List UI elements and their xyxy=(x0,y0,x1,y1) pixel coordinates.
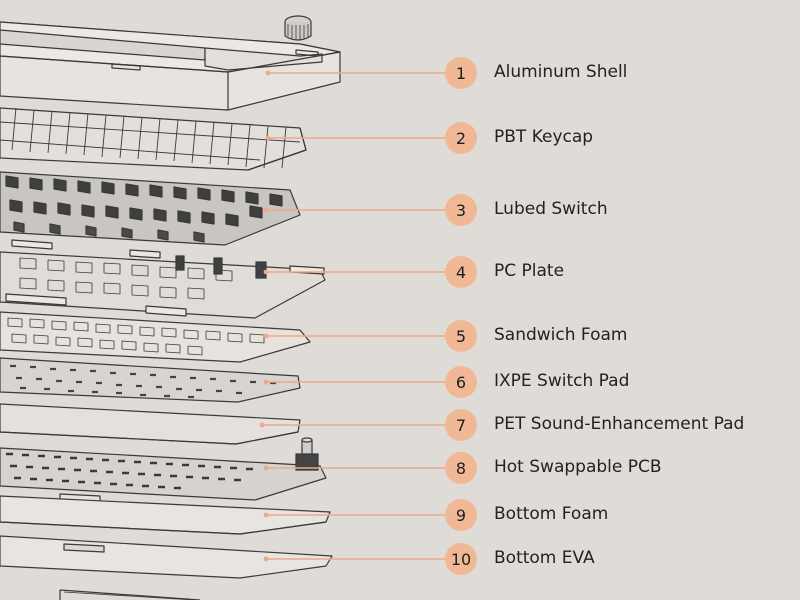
ixpe-switch-pad-illustration xyxy=(0,357,301,403)
number-badge-3 xyxy=(445,194,477,226)
layer-label-8: Hot Swappable PCB xyxy=(494,457,662,477)
pc-plate-illustration xyxy=(0,239,326,319)
layer-label-10: Bottom EVA xyxy=(494,548,595,568)
pcb-illustration xyxy=(0,437,327,503)
sandwich-foam-illustration xyxy=(0,311,311,363)
leader-dot-2 xyxy=(265,135,271,141)
leader-lines xyxy=(259,70,445,562)
number-badge-5 xyxy=(445,320,477,352)
badge-number-10: 10 xyxy=(451,550,471,569)
leader-dot-3 xyxy=(263,207,269,213)
leader-dot-10 xyxy=(263,556,269,562)
badge-number-6: 6 xyxy=(456,373,466,392)
pet-pad-illustration xyxy=(0,403,301,445)
leader-dot-5 xyxy=(263,333,269,339)
layer-label-1: Aluminum Shell xyxy=(494,62,628,82)
leader-dot-4 xyxy=(263,269,269,275)
number-badge-6 xyxy=(445,366,477,398)
layer-label-7: PET Sound-Enhancement Pad xyxy=(494,414,745,434)
number-badge-2 xyxy=(445,122,477,154)
layer-label-3: Lubed Switch xyxy=(494,199,608,219)
badge-number-7: 7 xyxy=(456,416,466,435)
leader-dot-1 xyxy=(265,70,271,76)
bottom-eva-illustration xyxy=(0,535,333,600)
layer-label-5: Sandwich Foam xyxy=(494,325,628,345)
badge-number-8: 8 xyxy=(456,459,466,478)
layer-label-2: PBT Keycap xyxy=(494,127,594,147)
badge-number-3: 3 xyxy=(456,201,466,220)
keyboard-layers-illustration xyxy=(0,15,341,600)
layer-label-4: PC Plate xyxy=(494,261,565,281)
number-badge-1 xyxy=(445,57,477,89)
bottom-foam-illustration xyxy=(0,495,331,535)
number-badge-10 xyxy=(445,543,477,575)
keycaps-illustration xyxy=(0,107,307,171)
number-badge-8 xyxy=(445,452,477,484)
number-badge-7 xyxy=(445,409,477,441)
leader-dot-9 xyxy=(263,512,269,518)
layer-label-9: Bottom Foam xyxy=(494,504,609,524)
badge-number-4: 4 xyxy=(456,263,466,282)
number-badge-4 xyxy=(445,256,477,288)
number-badges: 1 2 3 4 5 6 7 8 9 10 xyxy=(445,57,477,575)
badge-number-5: 5 xyxy=(456,327,466,346)
number-badge-9 xyxy=(445,499,477,531)
aluminum-shell-illustration xyxy=(0,15,341,111)
leader-dot-8 xyxy=(263,465,269,471)
badge-number-2: 2 xyxy=(456,129,466,148)
layer-label-6: IXPE Switch Pad xyxy=(494,371,630,391)
leader-dot-6 xyxy=(263,379,269,385)
leader-dot-7 xyxy=(259,422,265,428)
badge-number-1: 1 xyxy=(456,64,466,83)
badge-number-9: 9 xyxy=(456,506,466,525)
switches-illustration xyxy=(0,171,301,246)
